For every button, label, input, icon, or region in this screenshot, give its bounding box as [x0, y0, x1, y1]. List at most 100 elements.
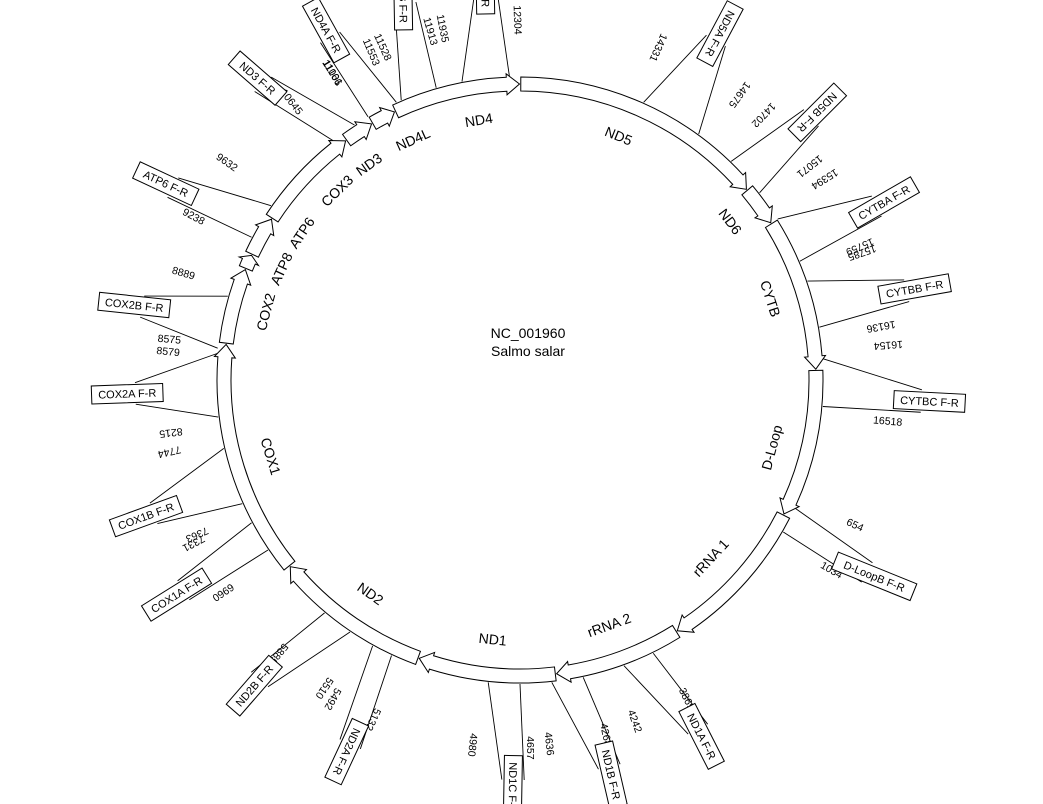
gene-label-atp6: ATP6: [286, 214, 318, 251]
gene-arrow-cytb: [764, 219, 827, 370]
primer-leader-start: [167, 196, 252, 238]
gene-label-nd4l: ND4L: [393, 125, 432, 154]
primer-box: ND5B F-R: [787, 82, 848, 143]
primer-name: ND4B F-R: [396, 0, 409, 23]
primer-box: ND1A F-R: [678, 702, 725, 771]
primer-name: ND1C F-R: [506, 762, 519, 804]
primer-name: ND4C F-R: [478, 0, 491, 7]
gene-label-d-loop: D-Loop: [758, 423, 785, 472]
primer-position-end: 14675: [726, 79, 753, 110]
primer-position-end: 4242: [625, 708, 644, 734]
primer-leader-start: [777, 195, 872, 220]
primer-leader-start: [267, 631, 351, 688]
center-title: NC_001960 Salmo salar: [491, 325, 566, 359]
primer-leader-start: [823, 358, 923, 391]
species-label: Salmo salar: [491, 343, 565, 359]
primer-box: ATP6 F-R: [131, 161, 200, 207]
primer-leader-end: [551, 682, 599, 770]
primer-leader-end: [149, 448, 225, 504]
primer-box-frame: [301, 0, 351, 64]
primer-box: ND2A F-R: [324, 717, 370, 786]
primer-leader-end: [339, 31, 397, 103]
primer-box-frame: [90, 382, 164, 405]
gene-label-cox2: COX2: [253, 291, 278, 332]
primer-box: ND4B F-R: [392, 0, 414, 31]
primer-leader-end: [759, 125, 819, 194]
primer-box: COX2A F-R: [90, 382, 164, 405]
primer-box-frame: [877, 273, 952, 305]
primer-position-end: 8889: [171, 265, 197, 283]
primer-nd4c-f-r: 1193512304ND4C F-R: [434, 0, 524, 82]
primer-position-start: 9238: [180, 206, 206, 228]
primer-box-frame: [140, 567, 213, 622]
primer-leader-start: [189, 549, 269, 601]
gene-label-nd2: ND2: [354, 579, 386, 608]
primer-name: COX2A F-R: [98, 388, 157, 402]
primer-position-end: 9632: [214, 151, 240, 174]
primer-leader-start: [140, 316, 218, 349]
primer-leader-start: [254, 91, 334, 141]
primer-leader-end: [497, 0, 510, 77]
primer-position-start: 4657: [524, 736, 536, 760]
primer-leader-end: [177, 522, 252, 582]
primer-name: ND2B F-R: [234, 663, 276, 709]
primer-position-start: 11166: [320, 58, 344, 88]
primer-box: CYTBC F-R: [892, 390, 967, 413]
gene-arrow-nd3: [341, 121, 373, 147]
primer-leader-start: [519, 683, 525, 780]
primer-box-frame: [847, 176, 921, 229]
primer-box-frame: [227, 50, 288, 106]
primer-leader-end: [822, 406, 921, 413]
primer-leader-start: [135, 403, 219, 418]
gene-arrow-nd2: [289, 566, 422, 666]
primer-box-frame: [324, 717, 370, 786]
gene-label-nd5: ND5: [603, 123, 635, 148]
primer-leader-end: [415, 1, 437, 88]
gene-label-cox1: COX1: [257, 436, 284, 477]
primer-box-frame: [131, 161, 200, 207]
primer-nd4b-f-r: 1155311913ND4B F-R: [360, 0, 440, 101]
primer-box-frame: [502, 754, 523, 804]
gene-arrow-rrna-2: [555, 624, 681, 684]
primer-box-frame: [696, 0, 744, 68]
primer-box: CYTBA F-R: [847, 176, 921, 229]
gene-arrow-nd4: [392, 72, 521, 119]
primer-atp6-f-r: 9238 9632 ATP6 F-R: [131, 151, 272, 238]
primer-position-end: 16136: [865, 318, 896, 335]
primer-leader-end: [134, 353, 218, 384]
gene-label-atp8: ATP8: [267, 250, 296, 288]
gene-arrow-nd1: [418, 651, 557, 684]
gene-label-rrna-2: rRNA 2: [585, 610, 633, 641]
gene-label-nd6: ND6: [715, 206, 745, 238]
gene-label-rrna-1: rRNA 1: [689, 536, 732, 580]
primer-box: ND1B F-R: [594, 740, 628, 804]
gene-label-nd3: ND3: [353, 150, 385, 179]
gene-arrow-d-loop: [779, 369, 824, 515]
primer-box: CYTBB F-R: [877, 273, 952, 305]
primer-box-frame: [475, 0, 496, 15]
primer-box-frame: [108, 494, 184, 538]
primer-position-start: 14331: [646, 32, 669, 64]
primer-box: COX1B F-R: [108, 494, 184, 538]
primer-box: ND3 F-R: [227, 50, 288, 106]
primer-box-frame: [97, 291, 172, 319]
gene-arrow-atp8: [237, 254, 260, 272]
gene-arrow-cox1: [213, 343, 296, 571]
gene-label-cytb: CYTB: [757, 278, 784, 318]
primer-position-start: 8215: [158, 425, 183, 440]
gene-arrow-atp6: [245, 218, 275, 258]
primer-position-start: 8579: [156, 345, 181, 359]
primer-leader-end: [178, 177, 272, 207]
